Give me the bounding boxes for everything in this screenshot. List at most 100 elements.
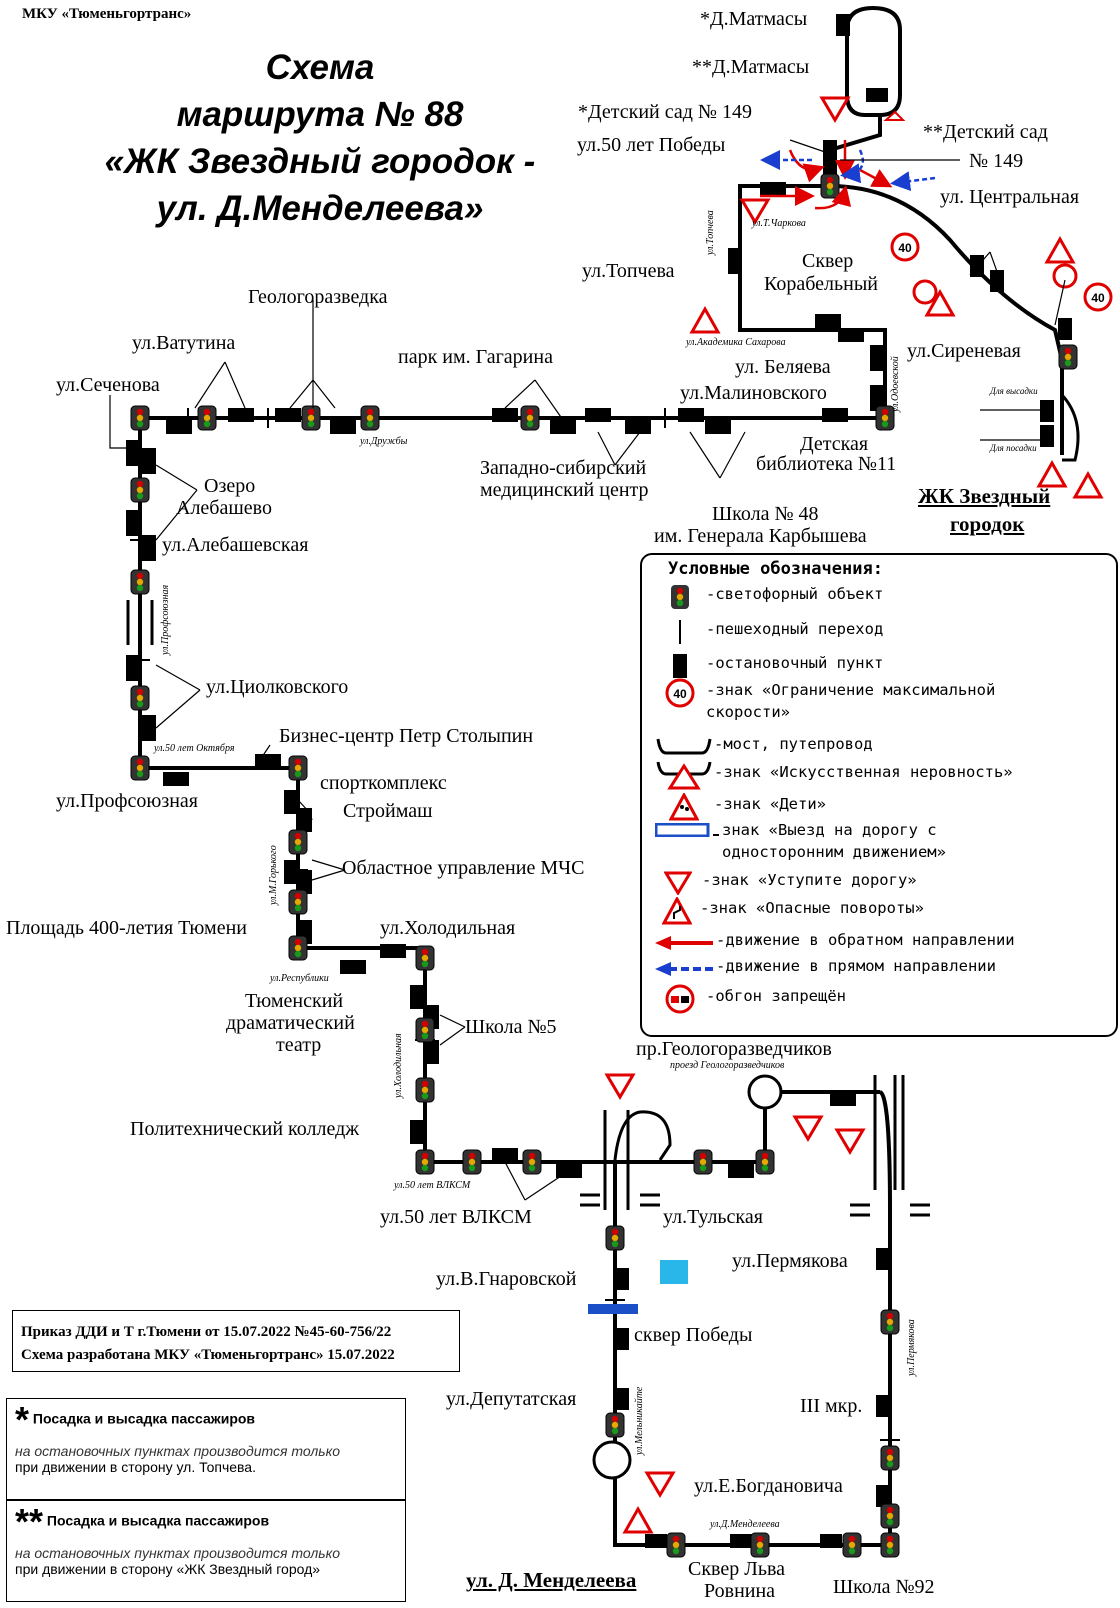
note-1-star: * [15, 1399, 30, 1440]
stop-label-matmasy-1: *Д.Матмасы [700, 8, 808, 30]
stop-label-sechenova: ул.Сеченова [56, 374, 160, 396]
street-topcheva: ул.Топчева [705, 210, 716, 255]
street-sakharova: ул.Академика Сахарова [686, 337, 786, 348]
legend-title: Условные обозначения: [668, 559, 883, 579]
stop-label-skver-korab-2: Корабельный [764, 273, 878, 295]
stop-label-sirenevaya: ул.Сиреневая [907, 340, 1021, 362]
stop-label-holod: ул.Холодильная [380, 917, 516, 939]
legend: Условные обозначения: -светофорный объек… [640, 553, 1118, 1037]
legend-children-text: -знак «Дети» [714, 795, 826, 813]
stop-markers [126, 14, 1072, 1548]
stop-label-zvezdny-1: ЖК Звездный [918, 484, 1051, 508]
legend-curves-text: -знак «Опасные повороты» [700, 899, 924, 917]
stop-label-sport: спорткомплекс [320, 772, 447, 794]
stop-label-skver-rovnina-1: Сквер Льва [688, 1558, 786, 1580]
legend-yield-text: -знак «Уступите дорогу» [702, 871, 917, 889]
yield-sign-icon [654, 869, 702, 897]
street-vlksm: ул.50 лет ВЛКСМ [394, 1180, 471, 1191]
note-1-head: Посадка и высадка пассажиров [32, 1410, 256, 1427]
organization-name: МКУ «Тюменьгортранс» [22, 6, 192, 22]
legend-row-speed: 40 -знак «Ограничение максимальной скоро… [654, 678, 996, 723]
stop-label-alebash: ул.Алебашевская [162, 534, 309, 556]
stop-label-detsad-2b: № 149 [969, 150, 1024, 172]
street-gorkogo: ул.М.Горького [268, 845, 279, 905]
legend-no-overtake-text: -обгон запрещён [706, 987, 846, 1005]
stop-label-school92: Школа №92 [833, 1576, 935, 1598]
street-oktyabrya: ул.50 лет Октября [154, 743, 235, 754]
reverse-direction-arrow-icon [654, 929, 716, 957]
speed-limit-value: 40 [673, 687, 687, 701]
stop-label-ploshad: Площадь 400-летия Тюмени [6, 917, 247, 939]
page-title: Схема маршрута № 88 «ЖК Звездный городок… [40, 44, 600, 232]
street-profsoyuz: ул.Профсоюзная [160, 584, 171, 655]
stop-label-gnarovskoy: ул.В.Гнаровской [436, 1268, 577, 1290]
stop-label-det-bibl-1: Детская [800, 433, 869, 455]
roundabout-geolog [747, 1074, 783, 1110]
note-1-italic: на остановочных пунктах производится тол… [15, 1443, 340, 1459]
stop-label-park-gagarina: парк им. Гагарина [398, 346, 553, 368]
stop-label-vatutina: ул.Ватутина [132, 332, 236, 354]
dangerous-curves-icon [654, 897, 700, 925]
legend-forward-text: -движение в прямом направлении [716, 957, 996, 975]
stop-label-permyakova: ул.Пермякова [732, 1250, 848, 1272]
interchange-loop [613, 1110, 672, 1161]
legend-speed-text: -знак «Ограничение максимальной скорости… [706, 681, 996, 721]
stop-label-tulskaya: ул.Тульская [663, 1206, 763, 1228]
street-respubliki: ул.Республики [270, 973, 329, 984]
stop-label-teatr-2: драматический [226, 1012, 355, 1034]
legend-traffic-light-text: -светофорный объект [706, 585, 884, 603]
title-line-2: маршрута № 88 [176, 95, 464, 134]
stop-label-deputat: ул.Депутатская [446, 1388, 577, 1410]
legend-crossing-text: -пешеходный переход [706, 620, 884, 638]
stop-label-zvezdny-2: городок [950, 512, 1025, 536]
stop-label-teatr-1: Тюменский [245, 990, 344, 1012]
legend-reverse-text: -движение в обратном направлении [716, 931, 1015, 949]
title-line-3: «ЖК Звездный городок - [104, 142, 536, 181]
stop-label-mchs: Областное управление МЧС [342, 857, 585, 879]
street-mendeleeva: ул.Д.Менделеева [710, 1519, 780, 1530]
stop-label-profsoyuz: ул.Профсоюзная [56, 790, 199, 812]
stop-label-school5: Школа №5 [465, 1016, 557, 1038]
note-2-star: ** [15, 1501, 44, 1542]
stop-label-mendeleeva: ул. Д. Менделеева [466, 1568, 637, 1592]
legend-row-children: -знак «Дети» [654, 793, 826, 821]
title-line-4: ул. Д.Менделеева» [156, 189, 484, 228]
street-proezd-geolog: проезд Геологоразведчиков [670, 1060, 785, 1071]
legend-row-yield: -знак «Уступите дорогу» [654, 869, 917, 897]
bridge-icon [654, 733, 714, 761]
stop-label-detsad-2a: **Детский сад [923, 121, 1048, 143]
stop-label-pobedy50: ул.50 лет Победы [577, 134, 726, 156]
stop-icon [654, 652, 706, 680]
order-box: Приказ ДДИ и Т г.Тюмени от 15.07.2022 №4… [12, 1310, 460, 1372]
stop-label-skver-korab-1: Сквер [802, 250, 854, 272]
order-line-2: Схема разработана МКУ «Тюменьгортранс» 1… [21, 1347, 395, 1363]
stop-label-ozero-2: Алебашево [176, 497, 272, 519]
stop-label-politeh: Политехнический колледж [130, 1118, 360, 1140]
stop-label-ciolk: ул.Циолковского [206, 676, 349, 698]
roundabout-melnikaite [592, 1440, 632, 1480]
stop-label-vlksm: ул.50 лет ВЛКСМ [380, 1206, 532, 1228]
crossing-icon [654, 618, 706, 646]
street-holod: ул.Холодильная [393, 1033, 404, 1098]
street-druzhby: ул.Дружбы [360, 436, 408, 447]
legend-row-oneway: знак «Выезд на дорогу с односторонним дв… [654, 819, 946, 863]
note-2-head: Посадка и высадка пассажиров [46, 1512, 270, 1529]
stop-label-stroymash: Строймаш [343, 800, 433, 822]
street-t-charkova: ул.Т.Чаркова [752, 218, 806, 229]
legend-bump-text: -знак «Искусственная неровность» [714, 763, 1013, 781]
legend-row-traffic-light: -светофорный объект [654, 583, 883, 611]
street-melnikaite: ул.Мельникайте [634, 1386, 645, 1455]
stop-label-pr-geolog: пр.Геологоразведчиков [636, 1038, 832, 1060]
zvezdny-posadka: Для посадки [990, 443, 1037, 453]
stop-label-centralnaya: ул. Центральная [940, 186, 1080, 208]
stop-label-topcheva: ул.Топчева [582, 260, 675, 282]
legend-row-reverse: -движение в обратном направлении [654, 929, 1015, 957]
order-line-1: Приказ ДДИ и Т г.Тюмени от 15.07.2022 №4… [21, 1324, 392, 1340]
stop-label-school48-2: им. Генерала Карбышева [654, 525, 867, 547]
stop-label-matmasy-2: **Д.Матмасы [692, 56, 810, 78]
stop-label-malinovskogo: ул.Малиновского [680, 382, 827, 404]
legend-row-bump: -знак «Искусственная неровность» [654, 761, 1013, 790]
note-box-2: ** Посадка и высадка пассажиров на остан… [6, 1500, 406, 1602]
note-box-1: * Посадка и высадка пассажиров на остано… [6, 1398, 406, 1500]
